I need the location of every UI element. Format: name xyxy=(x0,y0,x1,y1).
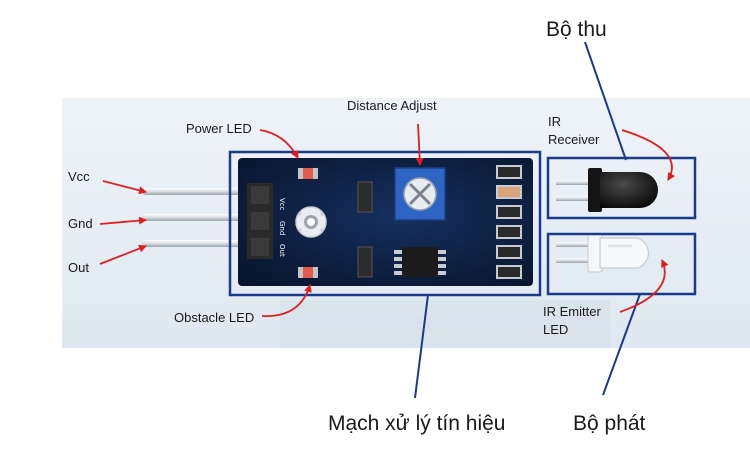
label-ir-emitter-1: IR Emitter xyxy=(543,304,601,319)
arrow-out xyxy=(99,244,147,265)
smd-component-bottom xyxy=(357,246,373,278)
processing-circuit-frame xyxy=(228,150,542,297)
pcb-pin-label-vcc: Vcc xyxy=(278,198,286,211)
obstacle-led-component xyxy=(298,267,318,278)
label-receiver-vn: Bộ thu xyxy=(546,18,607,41)
smd-component-top xyxy=(357,181,373,213)
pcb-board xyxy=(238,158,533,286)
pin-vcc xyxy=(142,188,262,195)
arrow-distance-adjust xyxy=(415,123,424,166)
background-shadow xyxy=(280,300,610,348)
label-gnd: Gnd xyxy=(68,216,93,231)
arrow-vcc xyxy=(102,180,147,195)
annotation-arrows xyxy=(99,123,676,317)
label-distance-adjust: Distance Adjust xyxy=(347,98,437,113)
power-led-component xyxy=(298,168,318,179)
arrow-power-led xyxy=(259,129,299,159)
pin-header-block xyxy=(247,183,273,259)
arrow-obstacle-led xyxy=(261,284,312,317)
ir-receiver-frame xyxy=(546,156,697,220)
label-emitter-vn: Bộ phát xyxy=(573,412,646,435)
label-ir-receiver-1: IR xyxy=(548,114,561,129)
pcb-pin-label-out: Out xyxy=(278,244,286,257)
arrow-ir-receiver xyxy=(621,129,676,181)
pin-out xyxy=(142,240,262,247)
label-ir-receiver-2: Receiver xyxy=(548,132,600,147)
header-pins xyxy=(142,188,262,247)
ir-emitter-frame xyxy=(546,232,697,296)
ir-emitter-component xyxy=(556,233,650,273)
label-processing-vn: Mạch xử lý tín hiệu xyxy=(328,412,505,435)
potentiometer xyxy=(394,167,446,221)
pin-gnd xyxy=(142,214,262,221)
receiver-leader-line xyxy=(584,41,627,161)
ir-receiver-component xyxy=(556,168,658,212)
label-power-led: Power LED xyxy=(186,121,252,136)
pcb-pin-label-gnd: Gnd xyxy=(278,221,286,235)
emitter-leader-line xyxy=(602,293,641,396)
label-vcc: Vcc xyxy=(68,169,90,184)
mounting-hole xyxy=(295,206,327,238)
arrow-ir-emitter xyxy=(619,259,669,313)
arrow-gnd xyxy=(99,216,147,225)
label-obstacle-led: Obstacle LED xyxy=(174,310,254,325)
processing-leader-line xyxy=(414,294,429,399)
label-out: Out xyxy=(68,260,89,275)
comparator-ic xyxy=(394,247,446,277)
label-ir-emitter-2: LED xyxy=(543,322,568,337)
smd-resistors xyxy=(496,165,522,279)
